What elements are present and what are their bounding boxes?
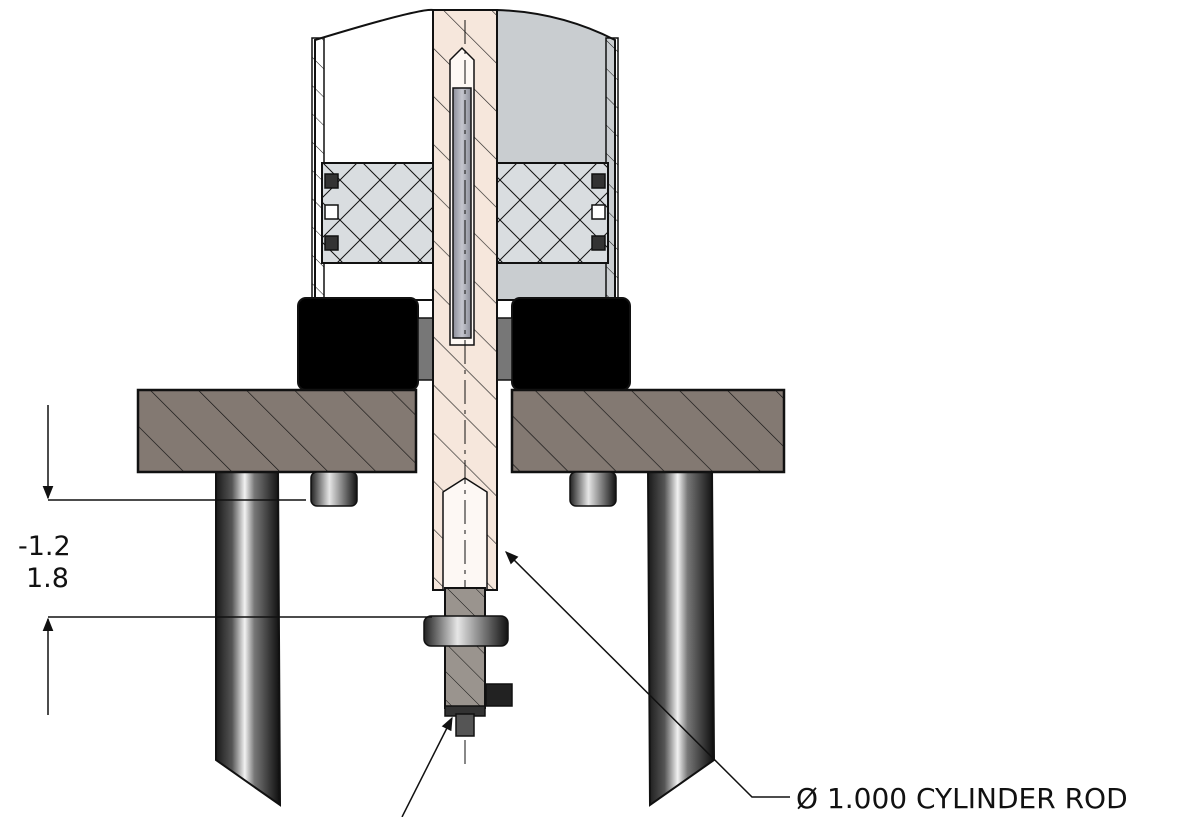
piston-wear-band (324, 204, 339, 220)
mounting-flange (136, 388, 786, 474)
rod-callout-leader: Ø 1.000 CYLINDER ROD (505, 551, 1128, 815)
jam-nut (423, 615, 509, 647)
dimension-tolerance-lower: 1.8 (26, 563, 69, 594)
support-leg-right (646, 469, 716, 807)
flange-bolt-right (569, 471, 617, 507)
piston-seal (591, 173, 606, 189)
rod-callout-label: Ø 1.000 CYLINDER ROD (796, 782, 1128, 815)
fitting-callout-leader (401, 716, 453, 817)
piston-seal (324, 173, 339, 189)
piston (321, 162, 609, 264)
dimension-tolerance-upper: -1.2 (18, 531, 71, 562)
height-dimension: -1.2 1.8 (18, 405, 432, 715)
support-leg-left (215, 469, 282, 807)
piston-wear-band (591, 204, 606, 220)
piston-seal (591, 235, 606, 251)
piston-seal (324, 235, 339, 251)
rod-end-fitting (423, 587, 513, 737)
cylinder-rod (432, 9, 498, 765)
piston-stud (452, 87, 472, 339)
flange-bolt-left (310, 471, 358, 507)
